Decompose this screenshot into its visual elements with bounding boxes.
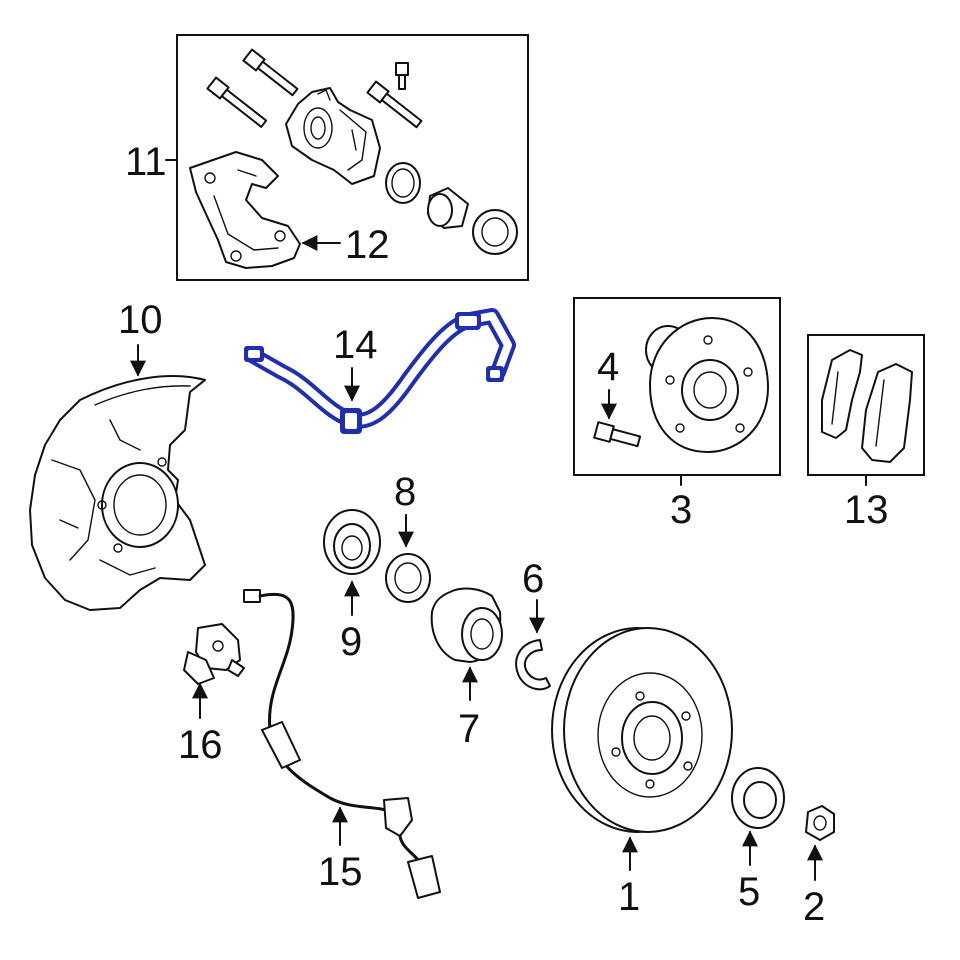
callout-2[interactable]: 2 [803, 885, 825, 929]
callout-11[interactable]: 11 [125, 140, 167, 184]
brake-pads-group [807, 334, 925, 476]
hub-assembly-box [573, 297, 781, 476]
callout-14[interactable]: 14 [333, 323, 378, 367]
abs-sensor-wire [243, 589, 441, 899]
bearing-7 [430, 587, 503, 663]
callout-4[interactable]: 4 [597, 345, 619, 389]
caliper-bracket [189, 151, 301, 269]
callout-12[interactable]: 12 [345, 223, 390, 267]
seal-5 [731, 767, 785, 829]
callout-6[interactable]: 6 [522, 557, 544, 601]
sensor-head [383, 797, 413, 837]
callout-13[interactable]: 13 [844, 488, 889, 532]
hub-assembly-group: 4 [573, 297, 781, 476]
sensor-plug [407, 855, 441, 899]
bearing-9 [323, 509, 381, 575]
callout-7[interactable]: 7 [458, 707, 480, 751]
guide-pin-bolts [206, 48, 423, 129]
snap-ring [515, 639, 551, 691]
callout-15[interactable]: 15 [318, 850, 363, 894]
callout-8[interactable]: 8 [394, 470, 416, 514]
callout-3[interactable]: 3 [670, 488, 692, 532]
callout-1[interactable]: 1 [618, 875, 640, 919]
caliper-body [285, 87, 381, 185]
caliper-kit-group: 11 [125, 34, 529, 281]
callout-5[interactable]: 5 [738, 870, 760, 914]
brake-rotor [551, 627, 733, 833]
seal-ring [385, 162, 421, 204]
callout-9[interactable]: 9 [340, 620, 362, 664]
piston-boot [472, 209, 518, 255]
callout-16[interactable]: 16 [178, 723, 223, 767]
brake-hose-highlighted [244, 308, 516, 434]
wire-grommet [261, 721, 301, 769]
wheel-hub [645, 317, 769, 453]
brake-pad-inner [821, 349, 863, 439]
piston [427, 187, 469, 229]
seal-8 [385, 553, 431, 603]
hub-bolt [593, 421, 642, 448]
sensor-connector-top [243, 589, 261, 603]
sensor-bracket [183, 623, 245, 685]
callout-10[interactable]: 10 [118, 298, 163, 342]
hub-nut [805, 805, 835, 841]
brake-pad-outer [861, 363, 913, 463]
splash-shield [29, 375, 206, 611]
caliper-kit-box [176, 34, 529, 281]
